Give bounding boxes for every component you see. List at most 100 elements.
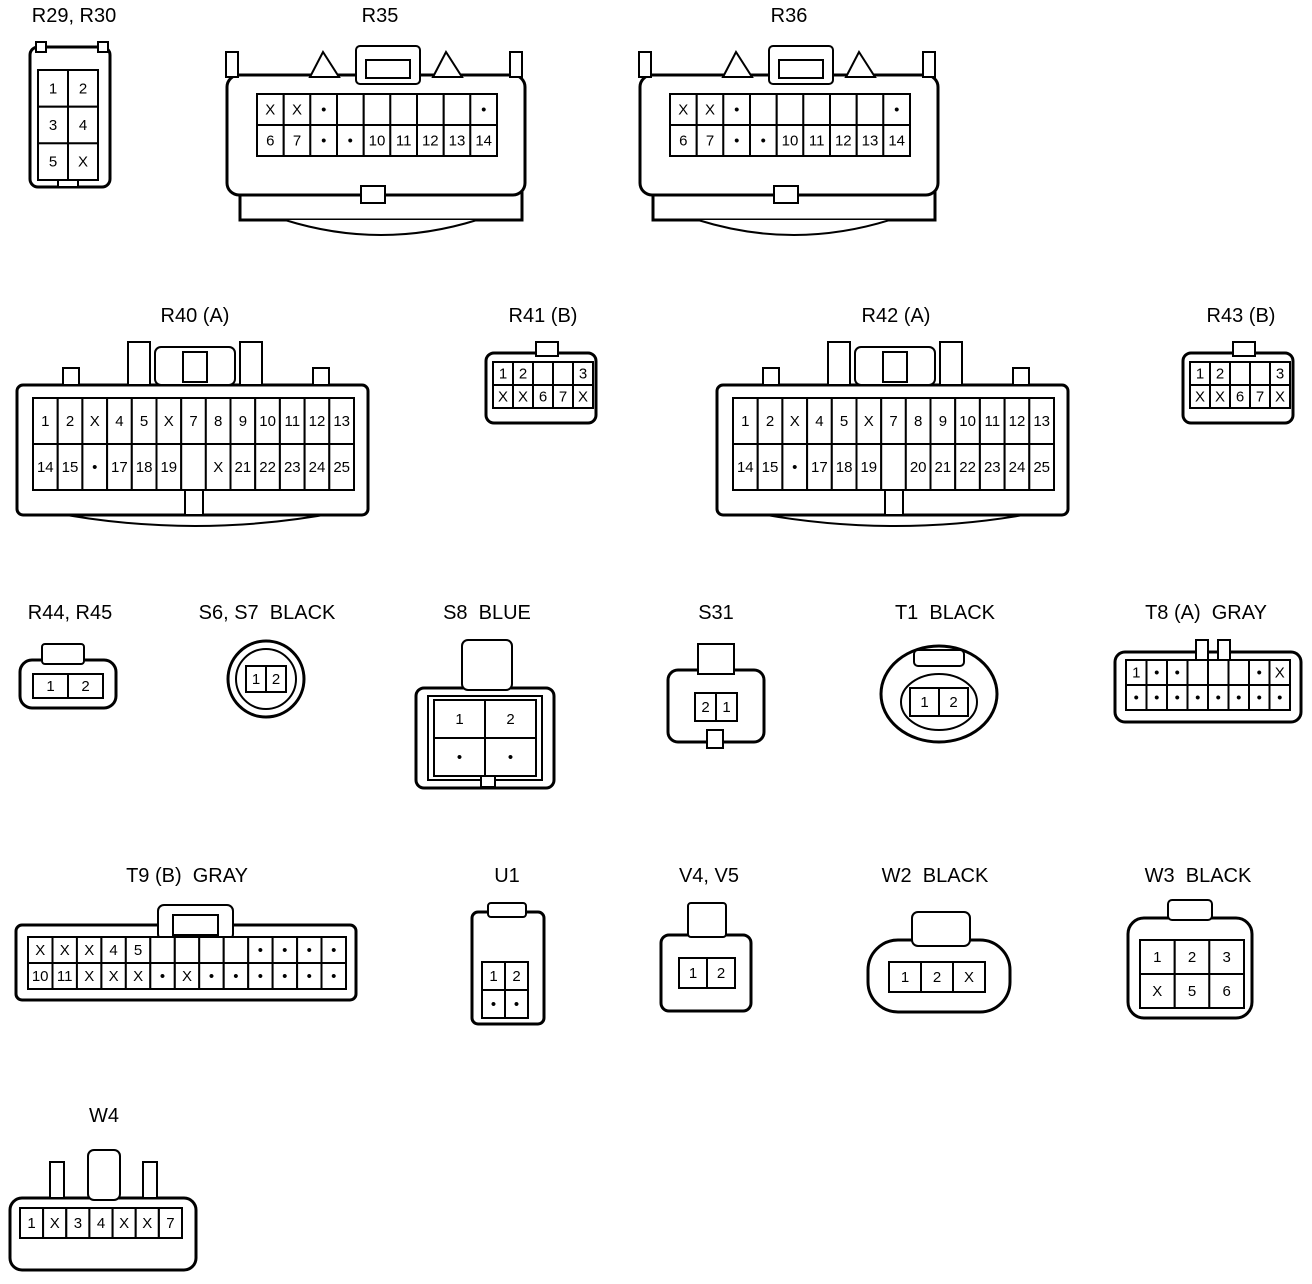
pin-cell — [56, 397, 84, 445]
pin-cell — [198, 962, 225, 990]
pin-label: 7 — [1256, 389, 1264, 406]
pin-cell — [929, 443, 957, 491]
pin-label: 19 — [160, 459, 177, 476]
label-r44-r45: R44, R45 — [28, 602, 113, 624]
pin-cell — [222, 936, 250, 964]
pin-label: 13 — [333, 413, 350, 430]
pin-cell — [806, 397, 833, 445]
pin-label: 6 — [679, 133, 687, 150]
pin-cell — [732, 397, 759, 445]
pin-label: 6 — [1236, 389, 1244, 406]
pin-label: X — [119, 1215, 129, 1232]
pin-label: 5 — [1188, 983, 1196, 1000]
label-w2: W2 BLACK — [882, 865, 989, 887]
pin-label: X — [164, 413, 174, 430]
pin-cell — [27, 936, 54, 964]
pin-label: X — [1215, 389, 1225, 406]
pin-label: • — [792, 459, 797, 476]
pin-label: 10 — [369, 133, 386, 150]
pin-label: • — [457, 749, 462, 766]
pin-label: 1 — [901, 969, 909, 986]
pin-label: 15 — [62, 459, 79, 476]
pin-label: 2 — [519, 366, 527, 383]
pin-label: X — [142, 1215, 152, 1232]
pin-label: 4 — [115, 413, 123, 430]
label-r40: R40 (A) — [161, 305, 230, 327]
pin-label: 18 — [836, 459, 853, 476]
pin-cell — [749, 124, 778, 157]
pin-label: 1 — [1196, 366, 1204, 383]
pin-cell — [1208, 939, 1246, 975]
pin-label: 7 — [706, 133, 714, 150]
pin-label: 22 — [259, 459, 276, 476]
pin-cell — [469, 124, 498, 157]
pin-label: 3 — [74, 1215, 82, 1232]
pin-cell — [695, 93, 725, 126]
pin-label: X — [518, 389, 528, 406]
pin-label: 4 — [109, 942, 117, 959]
pin-label: 14 — [475, 133, 492, 150]
pin-label: • — [233, 968, 238, 985]
pin-cell — [173, 936, 201, 964]
pin-label: 14 — [737, 459, 754, 476]
pin-label: 7 — [166, 1215, 174, 1232]
pin-cell — [484, 699, 537, 739]
label-s8: S8 BLUE — [443, 602, 531, 624]
label-t9: T9 (B) GRAY — [126, 865, 248, 887]
pin-label: 11 — [285, 413, 301, 430]
pin-cell — [855, 124, 885, 157]
pin-cell — [296, 962, 323, 990]
pin-label: • — [491, 996, 496, 1013]
pin-cell — [954, 443, 981, 491]
pin-label: X — [60, 942, 70, 959]
pin-label: 1 — [741, 413, 749, 430]
pin-cell — [265, 665, 287, 693]
pin-label: 2 — [949, 694, 957, 711]
label-r42: R42 (A) — [862, 305, 931, 327]
pin-label: 4 — [97, 1215, 105, 1232]
pin-label: 1 — [455, 711, 463, 728]
pin-label: 3 — [1276, 366, 1284, 383]
pin-label: 25 — [333, 459, 350, 476]
pin-label: 25 — [1033, 459, 1050, 476]
label-t1: T1 BLACK — [895, 602, 996, 624]
pin-label: 1 — [722, 699, 730, 716]
pin-label: 13 — [1033, 413, 1050, 430]
pin-label: X — [1275, 665, 1285, 682]
pin-label: 7 — [559, 389, 567, 406]
pin-label: 2 — [933, 969, 941, 986]
pin-label: 6 — [539, 389, 547, 406]
pin-label: 3 — [49, 117, 57, 134]
pin-label: 5 — [840, 413, 848, 430]
label-s6-s7: S6, S7 BLACK — [199, 602, 336, 624]
pin-cell — [229, 443, 257, 491]
pin-cell — [1268, 684, 1291, 711]
pin-cell — [51, 962, 78, 990]
pin-label: X — [90, 413, 100, 430]
pin-cell — [1186, 659, 1209, 686]
pin-label: 15 — [762, 459, 779, 476]
pin-label: 1 — [41, 413, 49, 430]
pin-cell — [309, 124, 338, 157]
pin-label: 1 — [1132, 665, 1140, 682]
pin-label: 13 — [449, 133, 466, 150]
pin-label: • — [348, 133, 353, 150]
pin-label: 23 — [284, 459, 301, 476]
pin-label: 19 — [860, 459, 877, 476]
pin-label: 1 — [920, 694, 928, 711]
pin-label: X — [864, 413, 874, 430]
pin-label: 12 — [835, 133, 852, 150]
pin-label: • — [307, 968, 312, 985]
pin-label: • — [734, 133, 739, 150]
pin-label: • — [1236, 690, 1241, 707]
pin-label: X — [1152, 983, 1162, 1000]
